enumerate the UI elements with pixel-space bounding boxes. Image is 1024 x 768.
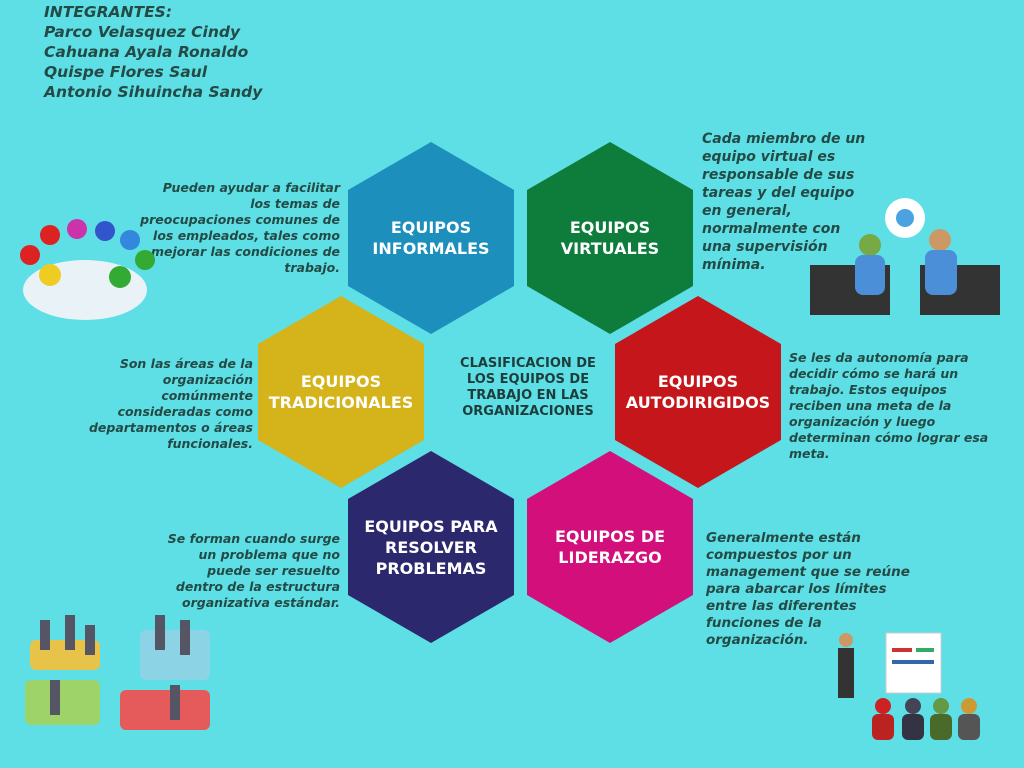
meeting-table-illustration	[20, 219, 155, 320]
desc-informales: Pueden ayudar a facilitar los temas de p…	[140, 180, 340, 275]
member-name: Parco Velasquez Cindy	[44, 23, 241, 41]
presentation-illustration	[838, 632, 980, 740]
desc-virtuales: Cada miembro de un equipo virtual es res…	[702, 131, 866, 273]
hex-equipos-resolver-problemas: EQUIPOS PARA RESOLVER PROBLEMAS	[348, 451, 514, 643]
hex-label: EQUIPOS VIRTUALES	[560, 218, 660, 258]
hex-equipos-autodirigidos: EQUIPOS AUTODIRIGIDOS	[615, 296, 781, 488]
hex-label: EQUIPOS INFORMALES	[372, 218, 490, 258]
virtual-team-illustration	[810, 198, 1000, 315]
hex-equipos-tradicionales: EQUIPOS TRADICIONALES	[258, 296, 424, 488]
member-name: Antonio Sihuincha Sandy	[44, 83, 263, 101]
desc-liderazgo: Generalmente están compuestos por un man…	[706, 530, 910, 648]
hex-label: EQUIPOS DE LIDERAZGO	[554, 527, 666, 567]
desc-autodirigidos: Se les da autonomía para decidir cómo se…	[789, 350, 989, 461]
hex-label: EQUIPOS AUTODIRIGIDOS	[625, 372, 771, 412]
hex-equipos-virtuales: EQUIPOS VIRTUALES	[527, 142, 693, 334]
members-list: INTEGRANTES: Parco Velasquez Cindy Cahua…	[44, 2, 262, 102]
desc-tradicionales: Son las áreas de la organización comúnme…	[88, 356, 253, 451]
hex-equipos-informales: EQUIPOS INFORMALES	[348, 142, 514, 334]
members-heading: INTEGRANTES:	[44, 3, 173, 21]
hex-label: EQUIPOS PARA RESOLVER PROBLEMAS	[364, 516, 498, 578]
puzzle-people-illustration	[25, 615, 210, 730]
hex-equipos-liderazgo: EQUIPOS DE LIDERAZGO	[527, 451, 693, 643]
member-name: Quispe Flores Saul	[44, 63, 208, 81]
diagram-title: CLASIFICACION DE LOS EQUIPOS DE TRABAJO …	[460, 356, 596, 419]
desc-resolver-problemas: Se forman cuando surge un problema que n…	[167, 531, 340, 610]
hex-label: EQUIPOS TRADICIONALES	[268, 372, 414, 412]
member-name: Cahuana Ayala Ronaldo	[44, 43, 249, 61]
